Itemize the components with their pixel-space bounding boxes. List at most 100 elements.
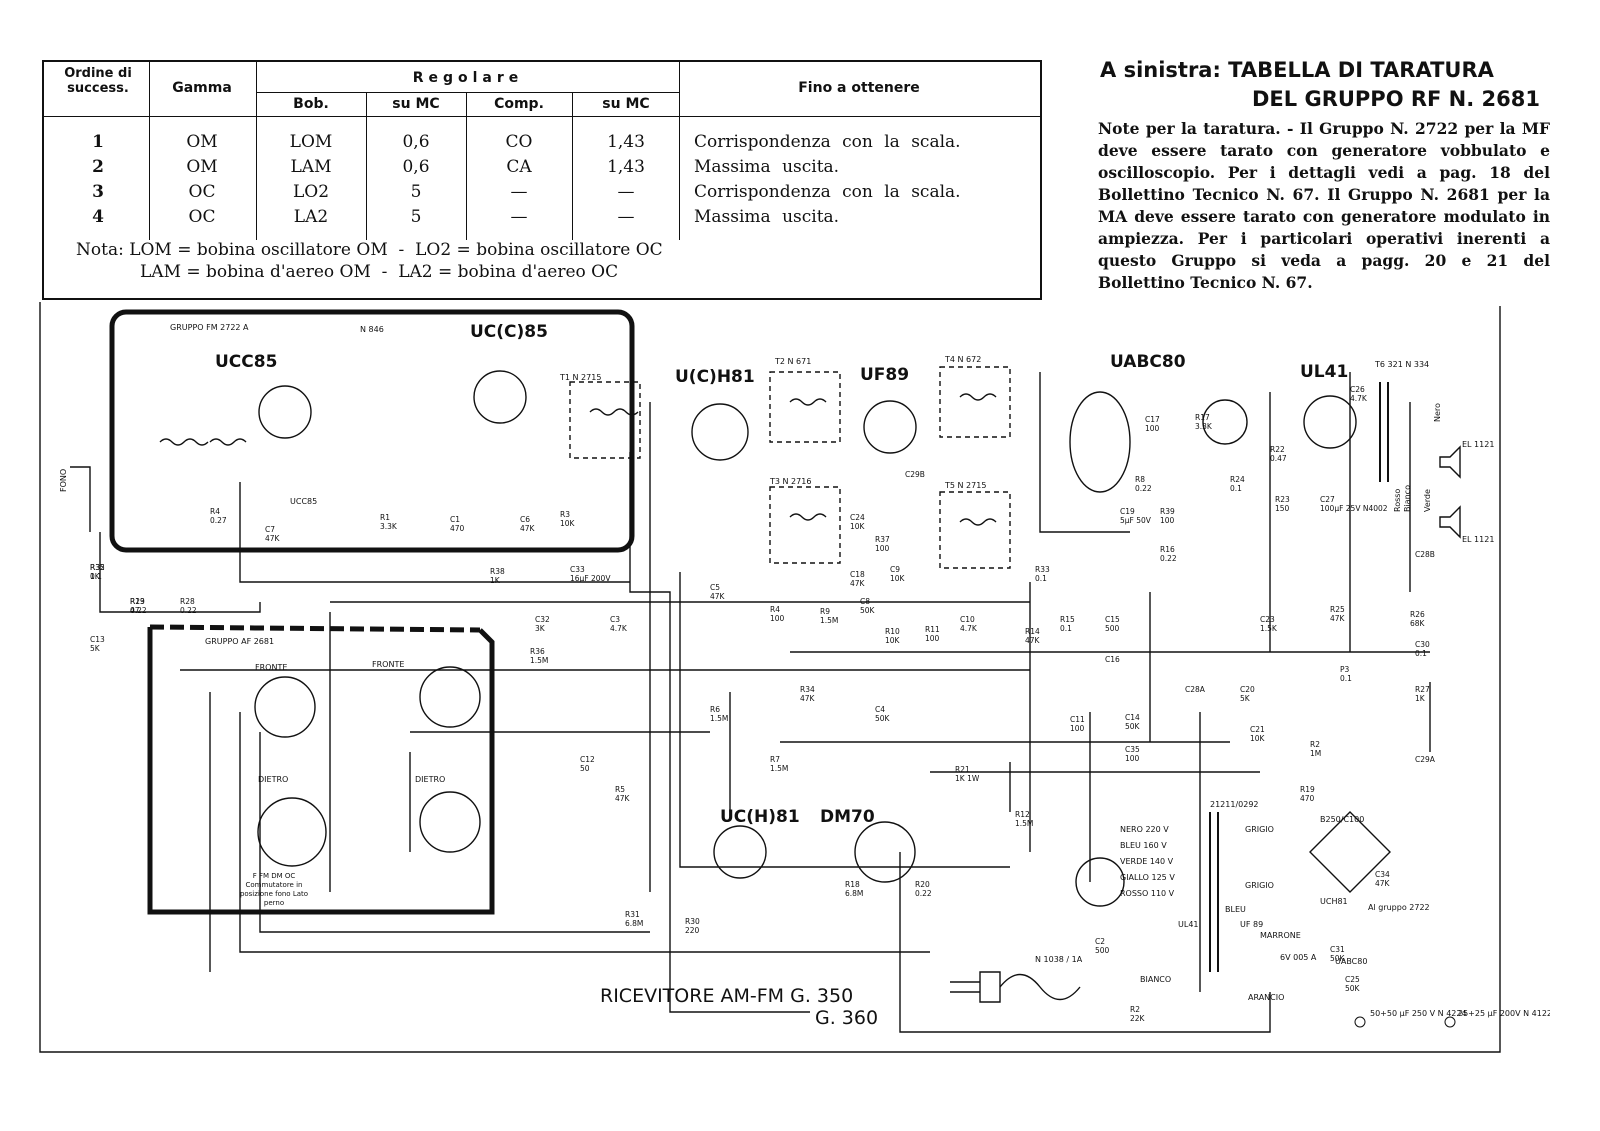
- component-value: 3K: [535, 624, 546, 633]
- component-id: R4: [210, 507, 220, 516]
- component-id: R2: [1310, 740, 1320, 749]
- transformer-t1: T1 N 2715: [559, 373, 601, 382]
- switch-label-fronte-1: FRONTE: [255, 663, 287, 672]
- power-label-rosso: ROSSO 110 V: [1120, 889, 1175, 898]
- schematic-diagram: UCC85 UC(C)85 U(C)H81 UF89 UABC80 UL41 U…: [39, 302, 1550, 1053]
- component-value: 150: [1275, 504, 1290, 513]
- component-id: R30: [685, 917, 700, 926]
- component-id: C28B: [1415, 550, 1435, 559]
- tube-label-uabc80: UABC80: [1110, 352, 1186, 372]
- misc-n846: N 846: [360, 325, 384, 334]
- component-id: C17: [1145, 415, 1160, 424]
- component-value: 50K: [860, 606, 876, 615]
- component-value: 47K: [1375, 879, 1391, 888]
- component-value: 100: [1145, 424, 1160, 433]
- switch-wafer-2: [419, 666, 481, 728]
- speaker-label-2: EL 1121: [1462, 535, 1494, 544]
- misc-uabc80: UABC80: [1335, 957, 1367, 966]
- component-id: R38: [490, 567, 505, 576]
- power-label-verde: VERDE 140 V: [1120, 857, 1174, 866]
- component-id: C1: [450, 515, 460, 524]
- header-bob: Bob.: [293, 96, 329, 112]
- component-value: 0.1: [1415, 649, 1427, 658]
- component-id: R17: [1195, 413, 1210, 422]
- transformer-t2: T2 N 671: [774, 357, 811, 366]
- component-id: R37: [875, 535, 890, 544]
- header-gamma: Gamma: [172, 80, 232, 96]
- component-id: R8: [1135, 475, 1145, 484]
- header-order: Ordine di success.: [64, 66, 132, 96]
- component-id: R13: [130, 597, 145, 606]
- component-id: C30: [1415, 640, 1430, 649]
- component-value: 100: [770, 614, 785, 623]
- component-id: C16: [1105, 655, 1120, 664]
- component-value: 1.5M: [530, 656, 548, 665]
- component-value: 22K: [1130, 1014, 1146, 1023]
- component-id: C3: [610, 615, 620, 624]
- schematic-title-line2: G. 360: [815, 1007, 878, 1029]
- component-value: 100: [875, 544, 890, 553]
- tube-uf89: [863, 400, 917, 454]
- tube-uch81-2: [713, 825, 767, 879]
- component-value: 5µF 50V: [1120, 516, 1152, 525]
- tube-ucc85-1: [258, 385, 312, 439]
- component-id: C7: [265, 525, 275, 534]
- component-value: 47K: [265, 534, 281, 543]
- component-value: 10K: [850, 522, 866, 531]
- component-id: R11: [925, 625, 940, 634]
- component-id: C27: [1320, 495, 1335, 504]
- component-value: 10K: [885, 636, 901, 645]
- component-id: C29A: [1415, 755, 1436, 764]
- component-value: 0.1: [1230, 484, 1242, 493]
- misc-ucc85: UCC85: [290, 497, 317, 506]
- component-value: 500: [1095, 946, 1110, 955]
- component-value: 5K: [1240, 694, 1251, 703]
- component-value: 220: [685, 926, 700, 935]
- component-value: 500: [1105, 624, 1120, 633]
- tube-ucc85-2: [473, 370, 527, 424]
- component-id: R16: [1160, 545, 1175, 554]
- group-label-af: GRUPPO AF 2681: [205, 637, 274, 646]
- tube-label-dm70: DM70: [820, 807, 875, 827]
- component-id: R22: [1270, 445, 1285, 454]
- tube-ul41: [1303, 395, 1357, 449]
- component-value: 0.1: [1060, 624, 1072, 633]
- component-id: R26: [1410, 610, 1425, 619]
- component-id: R23: [1275, 495, 1290, 504]
- component-id: R7: [770, 755, 780, 764]
- power-label-bleu: BLEU 160 V: [1120, 841, 1167, 850]
- component-id: C12: [580, 755, 595, 764]
- component-id: R12: [1015, 810, 1030, 819]
- component-label: C16: [1105, 655, 1120, 664]
- component-value: 4.7K: [610, 624, 628, 633]
- component-value: 0.22: [180, 606, 197, 615]
- misc-nero: Nero: [1433, 403, 1442, 422]
- component-id: R20: [915, 880, 930, 889]
- component-value: 6.8M: [845, 889, 863, 898]
- component-id: C28A: [1185, 685, 1206, 694]
- component-id: C31: [1330, 945, 1345, 954]
- component-value: 47K: [615, 794, 631, 803]
- component-id: R24: [1230, 475, 1245, 484]
- tube-uabc80: [1069, 391, 1131, 493]
